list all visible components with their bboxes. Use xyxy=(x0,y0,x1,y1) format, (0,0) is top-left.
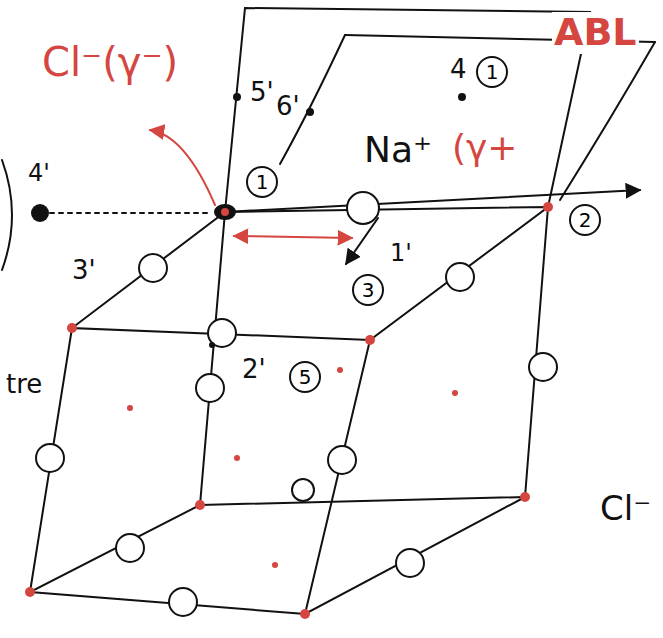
callout-label: Na⁺ xyxy=(362,130,434,170)
node-text: 2 xyxy=(579,210,592,230)
callout-label: (γ+ xyxy=(450,128,520,168)
node-text: 1 xyxy=(256,172,269,192)
callout-label: 5' xyxy=(248,78,276,107)
node-text: 1 xyxy=(486,62,499,82)
callout-label: Cl⁻ xyxy=(598,490,653,527)
circled-number: 1 xyxy=(246,166,278,198)
callout-label: 4 xyxy=(448,55,469,84)
callout-label: 2' xyxy=(240,355,268,384)
circled-number: 2 xyxy=(569,204,601,236)
callout-label: 1' xyxy=(388,240,414,266)
circled-number: 3 xyxy=(352,274,384,306)
circled-number: 1 xyxy=(476,56,508,88)
callout-label: 3' xyxy=(70,256,98,285)
node-text: 5 xyxy=(299,367,312,387)
node-text: 3 xyxy=(362,280,375,300)
circled-number: 5 xyxy=(289,361,321,393)
callout-label: 4' xyxy=(26,160,52,186)
callout-label: 6' xyxy=(274,92,302,121)
callout-label: Cl⁻(γ⁻) xyxy=(40,40,180,84)
watermark: ABL xyxy=(552,12,639,54)
callout-label: tre xyxy=(4,370,44,399)
